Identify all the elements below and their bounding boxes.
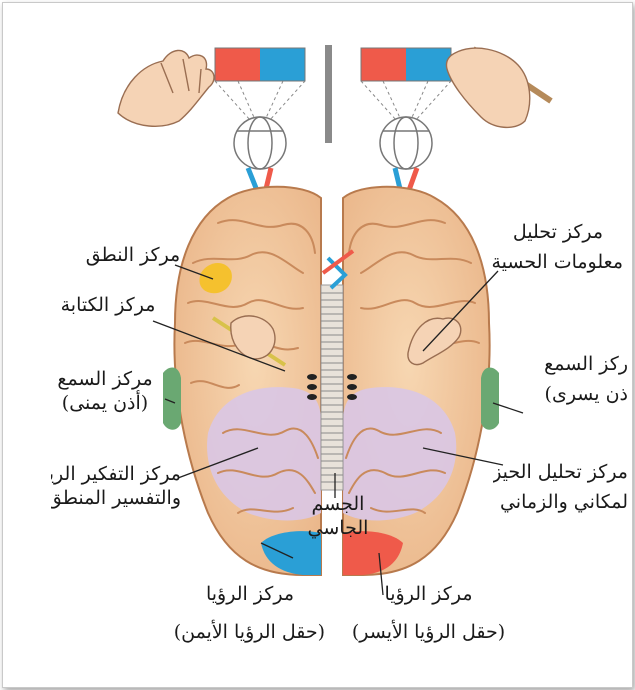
label-visual-left: مركز الرؤيا (حقل الرؤيا الأيسر) [341,583,516,645]
label-spatial-temporal: مركز تحليل الحيز لمكاني والزماني [493,461,628,515]
label-math-thinking: مركز التفكير الريا والتفسير المنطق [51,463,181,511]
label-hearing-left-line2: ذن يسرى) [523,383,628,407]
label-hearing-right: مركز السمع (أذن يمنى) [55,368,155,416]
label-corpus-callosum-line1: الجسم [303,493,373,517]
right-hand-icon [446,48,551,127]
left-hemisphere [163,187,321,575]
label-spatial-temporal-line1: مركز تحليل الحيز [493,461,628,485]
label-math-thinking-line1: مركز التفكير الريا [51,463,181,487]
label-visual-right: مركز الرؤيا (حقل الرؤيا الأيمن) [175,583,325,645]
right-eye-icon [380,117,432,169]
label-visual-right-line1: مركز الرؤيا [175,583,325,607]
label-hearing-left: ركز السمع ذن يسرى) [523,353,628,407]
label-hearing-right-line2: (أذن يمنى) [55,392,155,416]
label-math-thinking-line2: والتفسير المنطق [51,487,181,511]
label-writing-center: مركز الكتابة [53,294,163,318]
label-spatial-temporal-line2: لمكاني والزماني [493,491,628,515]
label-sensory-analysis-line1: مركز تحليل [493,221,623,245]
label-visual-left-line2: (حقل الرؤيا الأيسر) [341,621,516,645]
label-hearing-right-line1: مركز السمع [55,368,155,392]
label-sensory-analysis: مركز تحليل معلومات الحسية [493,221,623,275]
label-speech-center: مركز النطق [83,244,183,268]
label-visual-right-line2: (حقل الرؤيا الأيمن) [175,621,325,645]
label-hearing-left-line1: ركز السمع [523,353,628,377]
left-eye-icon [234,117,286,169]
label-visual-left-line1: مركز الرؤيا [341,583,516,607]
left-visual-field [215,48,305,81]
divider-bar [325,45,332,143]
label-corpus-callosum: الجسم الجاسي [303,493,373,541]
right-visual-field [361,48,451,81]
label-corpus-callosum-line2: الجاسي [303,517,373,541]
label-sensory-analysis-line2: معلومات الحسية [493,251,623,275]
left-hand-icon [118,50,214,126]
